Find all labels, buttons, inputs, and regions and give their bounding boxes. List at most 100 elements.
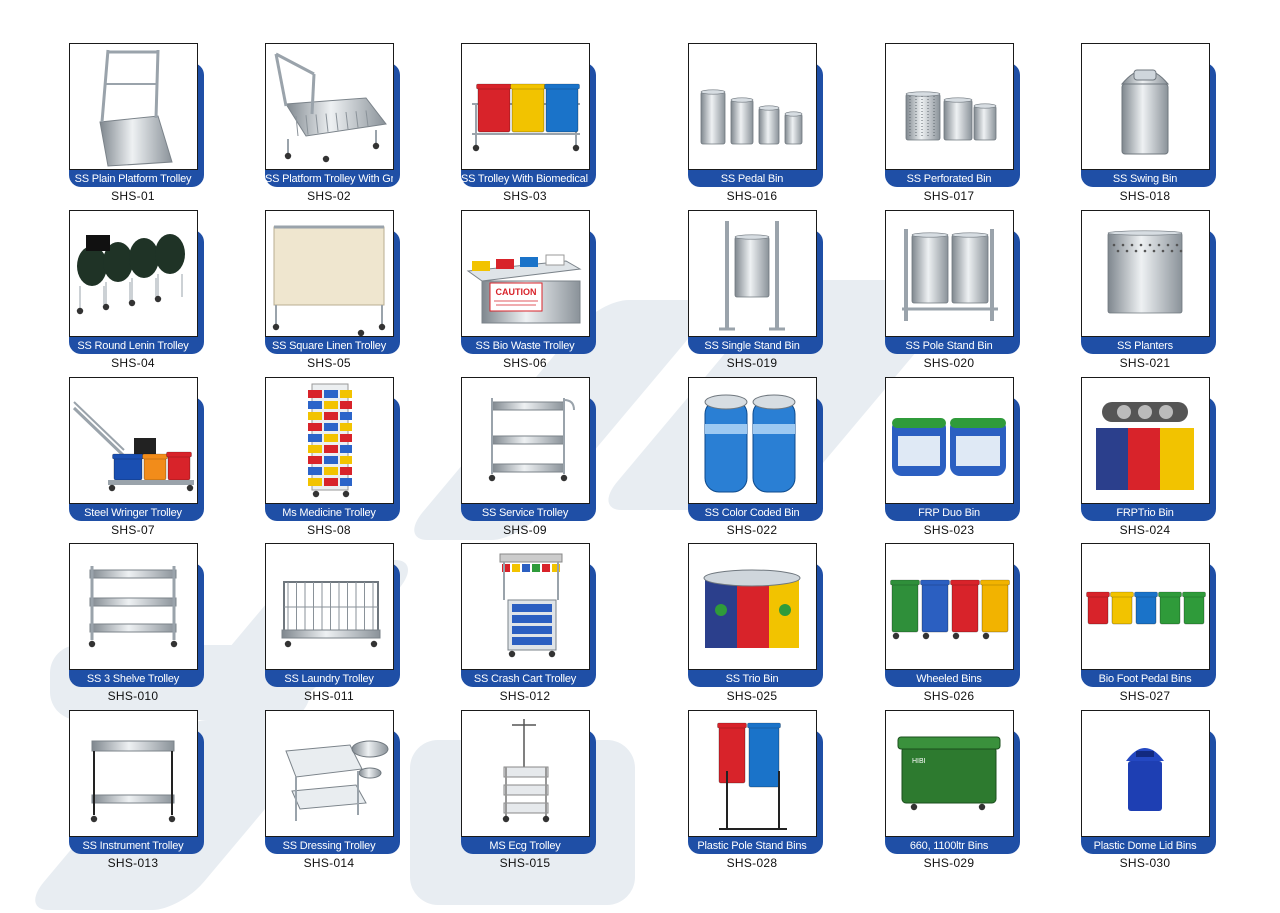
round-linen-trolley-icon [69,210,198,337]
product-name: SS Square Linen Trolley [271,340,387,352]
product-code: SHS-025 [726,689,778,703]
product-name: SS Instrument Trolley [82,840,184,852]
product-name: Steel Wringer Trolley [84,507,182,519]
color-coded-bin-icon [688,377,817,504]
product-name: Plastic Dome Lid Bins [1093,840,1197,852]
product-code: SHS-024 [1119,523,1171,537]
crash-cart-icon [461,543,590,670]
product-name: SS Platform Trolley With Grill [265,173,393,185]
product-code: SHS-019 [726,356,778,370]
product-code: SHS-010 [107,689,159,703]
swing-bin-icon [1081,43,1210,170]
three-shelf-trolley-icon [69,543,198,670]
laundry-trolley-icon [265,543,394,670]
plastic-pole-bins-icon [688,710,817,837]
product-code: SHS-013 [107,856,159,870]
product-name: SS Pedal Bin [720,173,784,185]
large-wheeled-bin-icon: HIBI [885,710,1014,837]
product-code: SHS-026 [923,689,975,703]
wringer-trolley-icon [69,377,198,504]
svg-text:CAUTION: CAUTION [496,287,537,297]
product-code: SHS-029 [923,856,975,870]
product-code: SHS-020 [923,356,975,370]
product-code: SHS-016 [726,189,778,203]
product-name: SS Service Trolley [481,507,569,519]
product-code: SHS-01 [111,189,155,203]
product-name: Plastic Pole Stand Bins [697,840,807,852]
product-name: Ms Medicine Trolley [282,507,376,519]
bio-waste-trolley-icon: CAUTION [461,210,590,337]
dome-lid-bin-icon [1081,710,1210,837]
product-name: FRPTrio Bin [1116,507,1174,519]
product-name: SS Swing Bin [1112,173,1178,185]
product-name: SS Bio Waste Trolley [475,340,575,352]
product-code: SHS-018 [1119,189,1171,203]
product-code: SHS-017 [923,189,975,203]
dressing-trolley-icon [265,710,394,837]
frp-duo-bin-icon [885,377,1014,504]
product-name: SS 3 Shelve Trolley [86,673,180,685]
product-name: SS Single Stand Bin [704,340,800,352]
product-name: SS Trio Bin [725,673,779,685]
product-code: SHS-014 [303,856,355,870]
biomedical-bin-trolley-icon [461,43,590,170]
square-linen-trolley-icon [265,210,394,337]
product-code: SHS-02 [307,189,351,203]
product-name: SS Trolley With Biomedical Bin [461,173,589,185]
product-code: SHS-06 [503,356,547,370]
product-code: SHS-022 [726,523,778,537]
product-name: MS Ecg Trolley [489,840,561,852]
product-code: SHS-028 [726,856,778,870]
product-name: SS Perforated Bin [906,173,992,185]
product-name: SS Round Lenin Trolley [77,340,189,352]
foot-pedal-bins-icon [1081,543,1210,670]
product-code: SHS-04 [111,356,155,370]
product-name: Wheeled Bins [916,673,982,685]
single-stand-bin-icon [688,210,817,337]
product-code: SHS-030 [1119,856,1171,870]
wheeled-bins-icon [885,543,1014,670]
frp-trio-bin-icon [1081,377,1210,504]
trio-bin-icon [688,543,817,670]
product-code: SHS-027 [1119,689,1171,703]
product-name: FRP Duo Bin [918,507,980,519]
product-name: SS Pole Stand Bin [905,340,993,352]
product-code: SHS-09 [503,523,547,537]
product-code: SHS-021 [1119,356,1171,370]
product-code: SHS-07 [111,523,155,537]
product-code: SHS-012 [499,689,551,703]
product-name: Bio Foot Pedal Bins [1098,673,1192,685]
product-code: SHS-03 [503,189,547,203]
product-name: 660, 1100ltr Bins [909,840,989,852]
